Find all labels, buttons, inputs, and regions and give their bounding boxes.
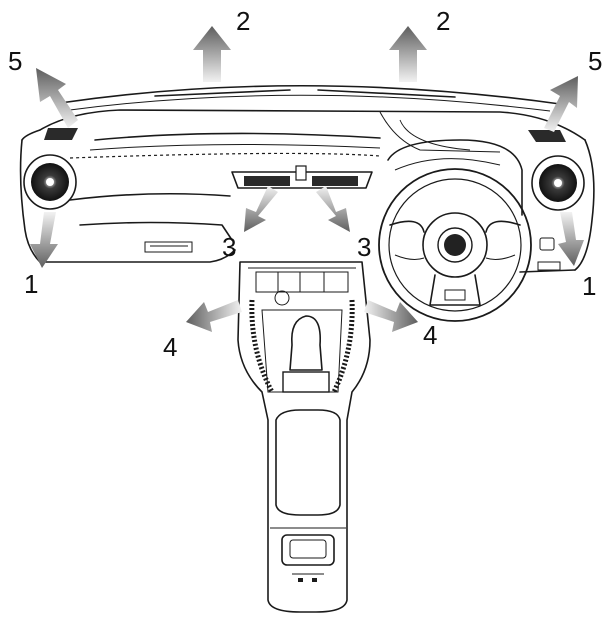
label-1-right: 1: [582, 271, 596, 301]
label-3-right: 3: [357, 232, 371, 262]
label-5-right: 5: [588, 46, 602, 76]
airflow-arrow-icon: [316, 186, 350, 232]
centre-console: [237, 261, 371, 613]
label-2-right: 2: [436, 6, 450, 36]
airflow-arrow-icon: [244, 186, 278, 232]
label-4-left: 4: [163, 332, 177, 362]
airflow-arrow-icon: [558, 212, 584, 266]
steering-wheel-icon: [378, 139, 532, 322]
label-2-left: 2: [236, 6, 250, 36]
airflow-arrow-icon: [30, 212, 58, 268]
airflow-arrow-icon: [544, 76, 578, 132]
centre-vents: [231, 165, 373, 189]
left-side-vent: [23, 128, 78, 210]
airflow-arrow-icon: [186, 300, 242, 332]
dashboard-outline: [19, 84, 595, 273]
label-3-left: 3: [222, 232, 236, 262]
label-1-left: 1: [24, 269, 38, 299]
right-side-vent: [528, 130, 585, 211]
airflow-arrow-icon: [364, 300, 418, 332]
airflow-arrow-icon: [389, 26, 427, 82]
airflow-arrow-icon: [193, 26, 231, 82]
gear-lever-icon: [282, 315, 330, 393]
label-5-left: 5: [8, 46, 22, 76]
airflow-arrow-icon: [36, 68, 78, 128]
label-4-right: 4: [423, 320, 437, 350]
